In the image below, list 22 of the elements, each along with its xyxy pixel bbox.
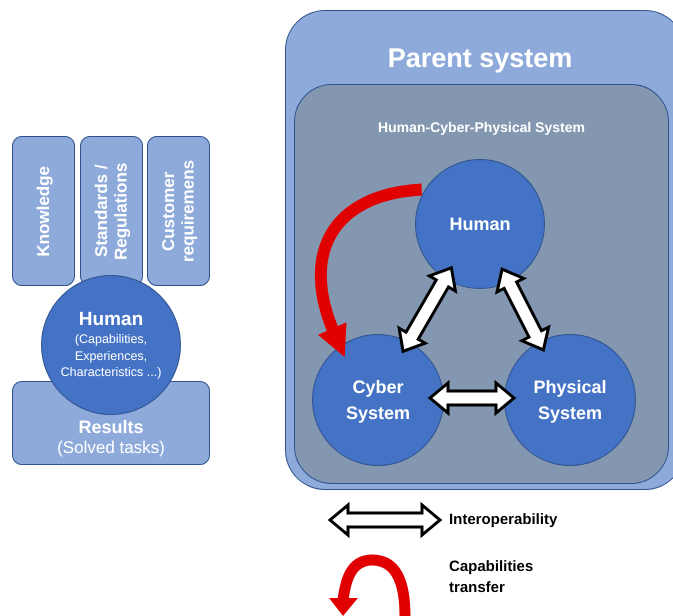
group-title: Human-Cyber-Physical System [377,119,586,135]
box-label: Customer requiremens [158,158,198,264]
box-title: Results [78,417,144,438]
circle-label: Human [448,212,512,236]
double-arrow [494,267,551,352]
circle-label: Physical System [532,376,608,425]
system-box [285,10,673,490]
double-arrow [428,380,516,416]
input-box [12,136,75,286]
system-box [294,84,669,484]
double-arrow [397,266,458,354]
curved-arrow [314,184,422,358]
legend-label: Interoperability [449,510,558,530]
box-label: Standards / Regulations [92,161,132,262]
group-title: Parent system [386,43,574,74]
legend-label: Capabilities transfer [449,557,534,598]
box-label: Knowledge [34,166,54,256]
box-text: (Solved tasks) [57,438,165,458]
input-box [147,136,210,286]
circle-label: Cyber System [344,376,412,425]
circle-title: Human [78,308,144,331]
circle-text: (Capabilities, Experiences, Characteristics ...) [60,330,162,382]
